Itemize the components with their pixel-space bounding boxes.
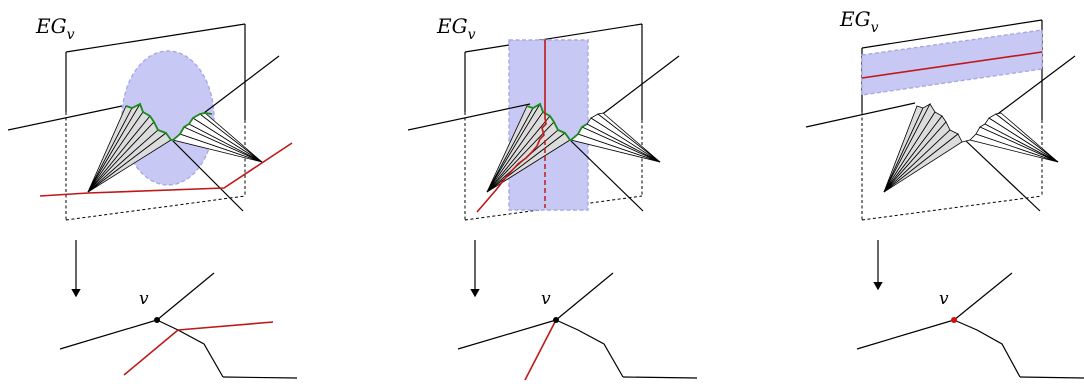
vertex-dot xyxy=(553,317,559,323)
panel-left-title: EGv xyxy=(35,14,75,43)
green-boundary xyxy=(125,102,213,141)
red-path xyxy=(39,142,293,197)
green-boundary xyxy=(526,102,588,141)
vertex-dot xyxy=(154,317,160,323)
panel-left: EGv xyxy=(7,14,298,379)
vertex-dot xyxy=(951,317,957,323)
panel-right: EGv xyxy=(805,7,1084,379)
vertex-label: v xyxy=(541,289,551,309)
panel-middle: EGv xyxy=(407,14,698,381)
panel-right-title: EGv xyxy=(839,7,879,36)
region-horizontal-band xyxy=(861,29,1043,96)
vertex-label: v xyxy=(139,289,149,309)
vertex-label: v xyxy=(939,289,949,309)
panel-middle-title: EGv xyxy=(436,14,476,43)
red-path xyxy=(861,51,1043,79)
